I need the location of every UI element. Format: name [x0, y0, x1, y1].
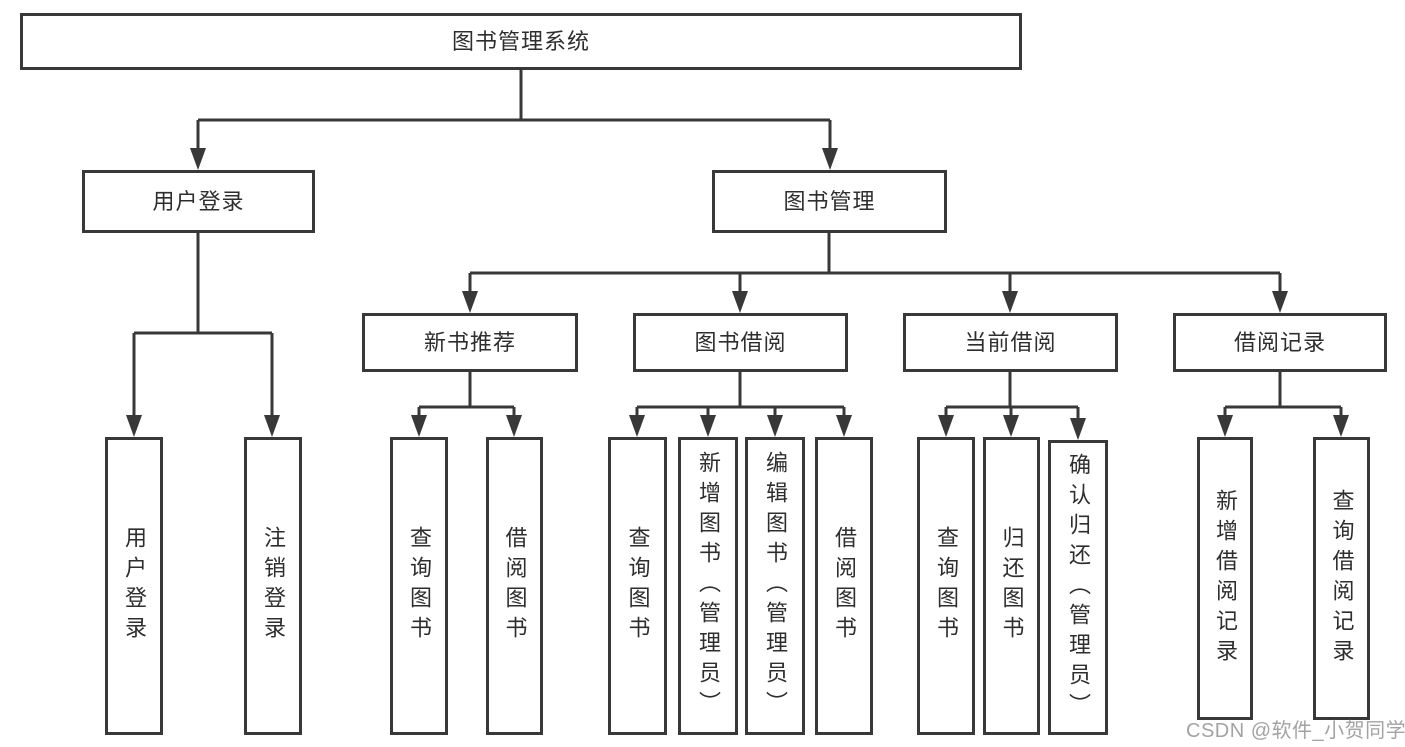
node-user-login: 用户登录	[82, 170, 315, 233]
leaf-recommend-query-books: 查询图书	[390, 437, 448, 735]
node-borrow-records: 借阅记录	[1173, 313, 1387, 372]
leaf-recommend-borrow-books: 借阅图书	[486, 437, 543, 735]
leaf-records-add-record: 新增借阅记录	[1197, 437, 1253, 720]
leaf-current-query-books: 查询图书	[917, 437, 975, 735]
node-new-book-recommend: 新书推荐	[362, 313, 578, 372]
arrowheads	[126, 148, 1349, 440]
node-system-root: 图书管理系统	[20, 13, 1022, 70]
leaf-borrow-query-books: 查询图书	[608, 437, 667, 735]
csdn-watermark: CSDN @软件_小贺同学	[1186, 720, 1405, 742]
leaf-logout: 注销登录	[244, 437, 302, 735]
leaf-current-confirm-return-admin: 确认归还（管理员）	[1048, 440, 1108, 735]
leaf-borrow-borrow-books: 借阅图书	[815, 437, 873, 735]
leaf-records-query-record: 查询借阅记录	[1313, 437, 1370, 720]
node-book-management: 图书管理	[712, 170, 947, 233]
leaf-current-return-books: 归还图书	[983, 437, 1040, 735]
connector-paths	[132, 70, 1343, 423]
leaf-user-login: 用户登录	[105, 437, 163, 735]
node-current-borrow: 当前借阅	[903, 313, 1118, 372]
node-book-borrow: 图书借阅	[633, 313, 848, 372]
leaf-borrow-add-books-admin: 新增图书（管理员）	[678, 437, 738, 735]
leaf-borrow-edit-books-admin: 编辑图书（管理员）	[745, 437, 805, 735]
